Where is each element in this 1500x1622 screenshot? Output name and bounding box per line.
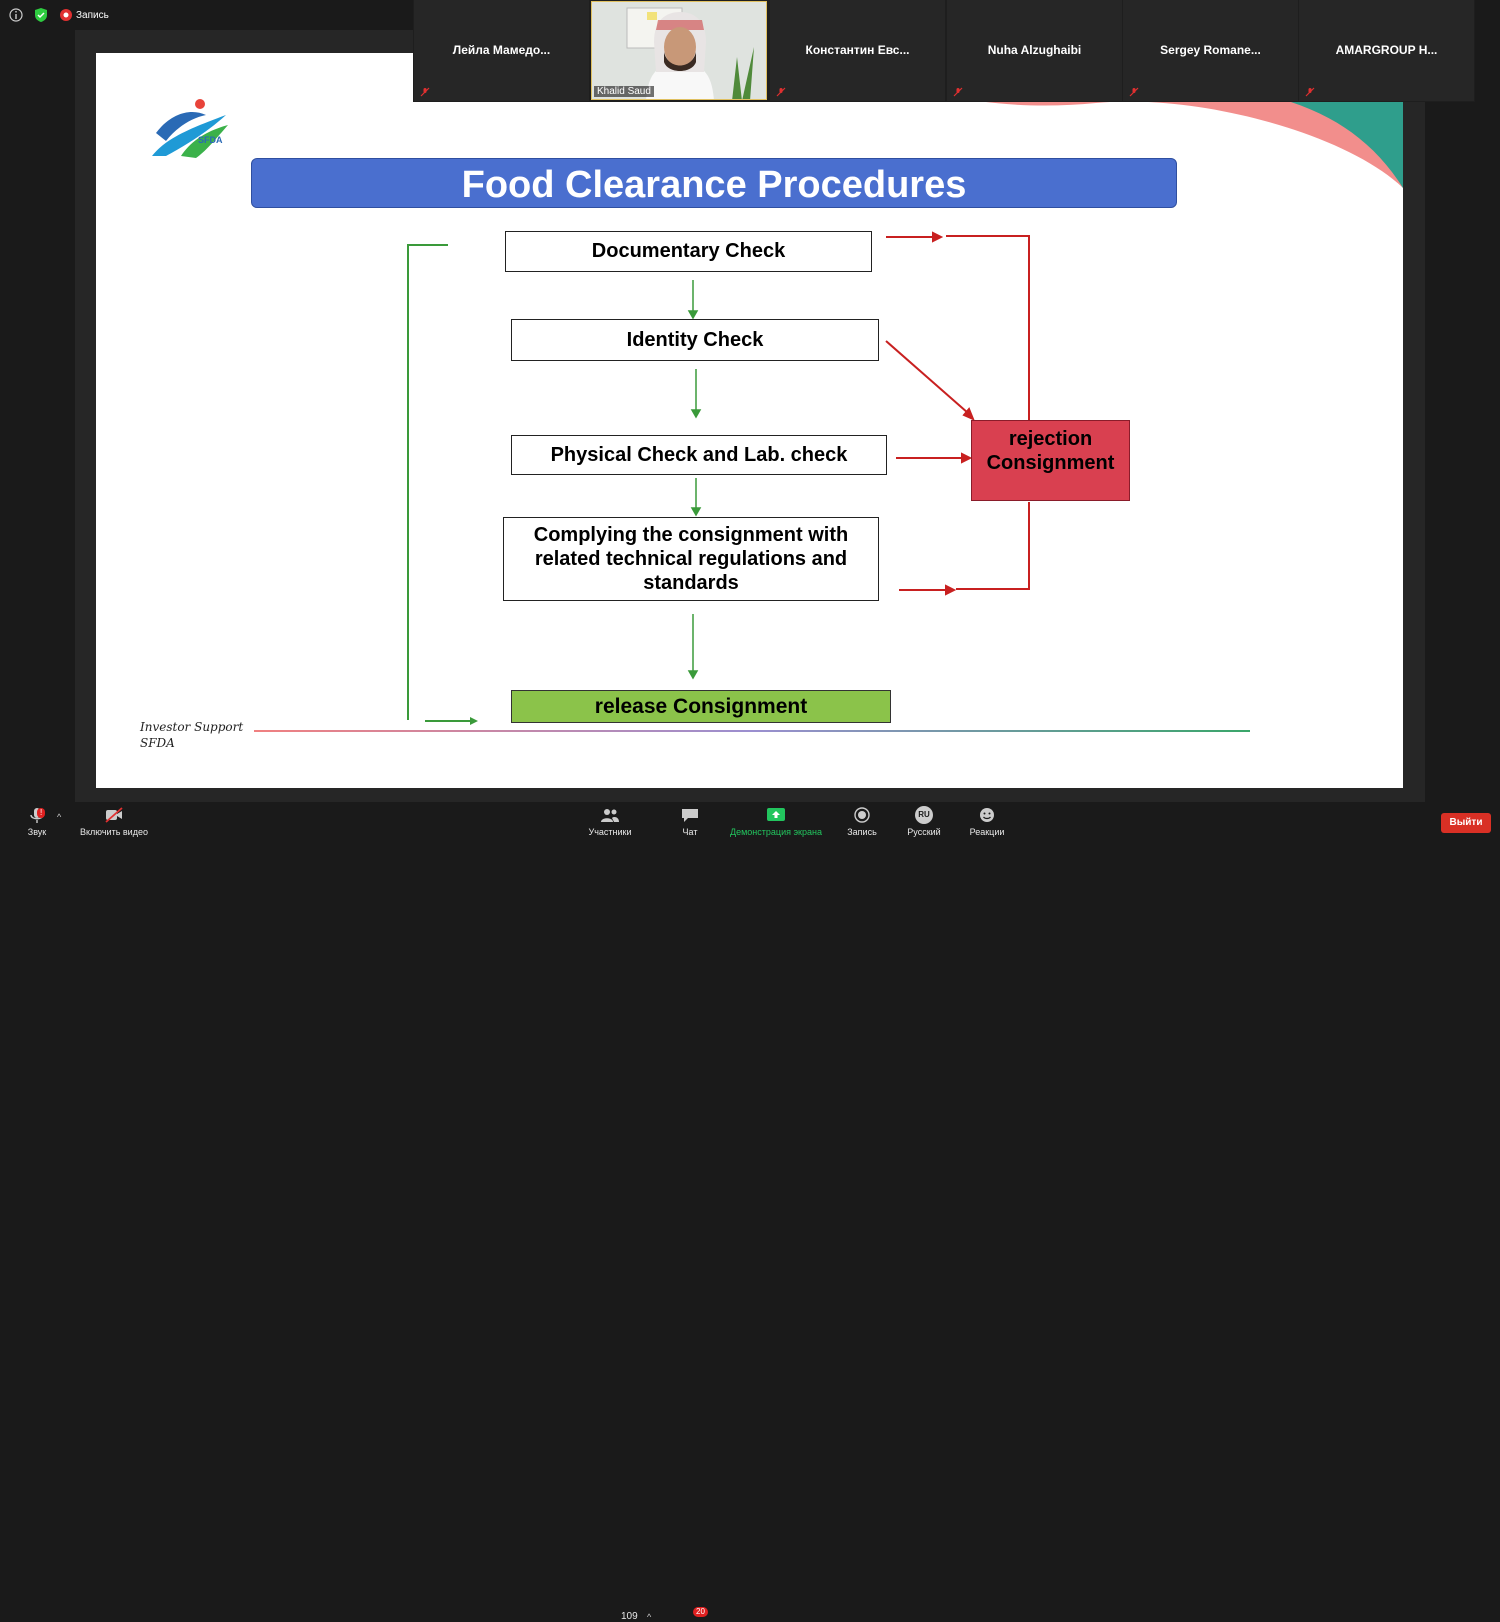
participants-label: Участники [588,827,632,837]
emoji-icon [980,808,994,822]
footer-line-1: Investor Support [140,720,244,734]
decorative-swoosh-red [846,53,1403,188]
language-label: Русский [907,827,941,837]
top-status-bar: Запись [0,0,400,30]
svg-text:SFDA: SFDA [198,135,223,145]
language-code-icon: RU [915,806,933,824]
loop-line-green [407,244,448,720]
participant-tile[interactable]: Лейла Мамедо... [414,0,589,101]
share-screen-icon [767,808,785,821]
participant-name: Константин Евс... [805,43,910,57]
participant-tile[interactable]: Sergey Romane... [1123,0,1298,101]
reactions-button[interactable]: Реакции [966,806,1008,837]
slide-footer: Investor Support SFDA [140,719,243,751]
audio-alert-badge: ! [37,808,46,818]
participant-name: Nuha Alzughaibi [987,43,1082,57]
sfda-logo: SFDA [152,99,228,158]
start-video-button[interactable]: Включить видео [74,806,154,837]
step-documentary-check: Documentary Check [505,231,872,272]
participant-name: Sergey Romane... [1160,43,1261,57]
share-screen-button[interactable]: Демонстрация экрана [726,806,826,837]
participant-tile[interactable]: AMARGROUP H... [1299,0,1474,101]
record-label: Запись [847,827,877,837]
speaker-video[interactable]: Khalid Saud [591,1,767,100]
participant-tile[interactable]: Nuha Alzughaibi [947,0,1122,101]
leave-button[interactable]: Выйти [1441,813,1491,833]
release-box: release Consignment [511,690,891,723]
participant-tile[interactable]: Константин Евс... [770,0,945,101]
language-button[interactable]: RU Русский [902,806,946,837]
speaker-name-tag: Khalid Saud [594,86,654,97]
people-icon [601,809,619,822]
participant-strip: Лейла Мамедо... Константин Евс... Nuha A… [413,0,1475,102]
share-screen-label: Демонстрация экрана [730,827,822,837]
step-identity-check: Identity Check [511,319,879,361]
step-compliance-check: Complying the consignment with related t… [503,517,879,601]
chat-label: Чат [682,827,698,837]
mic-muted-icon [420,87,430,97]
step-physical-lab-check: Physical Check and Lab. check [511,435,887,475]
video-off-icon [105,807,123,823]
start-video-label: Включить видео [80,827,148,837]
shield-icon[interactable] [33,7,49,23]
recording-icon [60,9,72,21]
audio-label: Звук [27,827,47,837]
chat-button[interactable]: Чат [674,806,706,837]
mic-muted-icon [776,87,786,97]
mic-muted-icon [1305,87,1315,97]
record-icon [854,807,870,823]
flow-arrows-down [687,280,702,680]
reactions-label: Реакции [969,827,1005,837]
meeting-toolbar: Звук ! ^ Включить видео Участники 109 ^ … [0,802,1500,1622]
record-button[interactable]: Запись [842,806,882,837]
rejection-line-1: rejection [1008,428,1093,450]
footer-gradient-line [254,730,1250,732]
audio-chevron-icon[interactable]: ^ [57,812,62,822]
footer-line-2: SFDA [140,736,175,750]
recording-label: Запись [76,10,109,21]
rejection-box: rejection Consignment [971,420,1130,501]
participant-name: AMARGROUP H... [1335,43,1438,57]
participant-name: Лейла Мамедо... [452,43,551,57]
mic-muted-icon [1129,87,1139,97]
presentation-slide: SFDA Food Clearance Procedures Documenta… [96,53,1403,788]
participants-chevron-icon[interactable]: ^ [647,1612,652,1622]
slide-title: Food Clearance Procedures [251,158,1177,208]
speaker-video-image [592,2,766,99]
flow-arrows-red [885,231,1030,596]
rejection-line-2: Consignment [986,452,1115,474]
participants-button[interactable]: Участники [580,806,640,837]
info-icon[interactable] [8,7,24,23]
chat-icon [682,809,698,822]
chat-unread-badge: 20 [693,1607,708,1617]
mic-muted-icon [953,87,963,97]
participants-count: 109 [621,1611,638,1622]
